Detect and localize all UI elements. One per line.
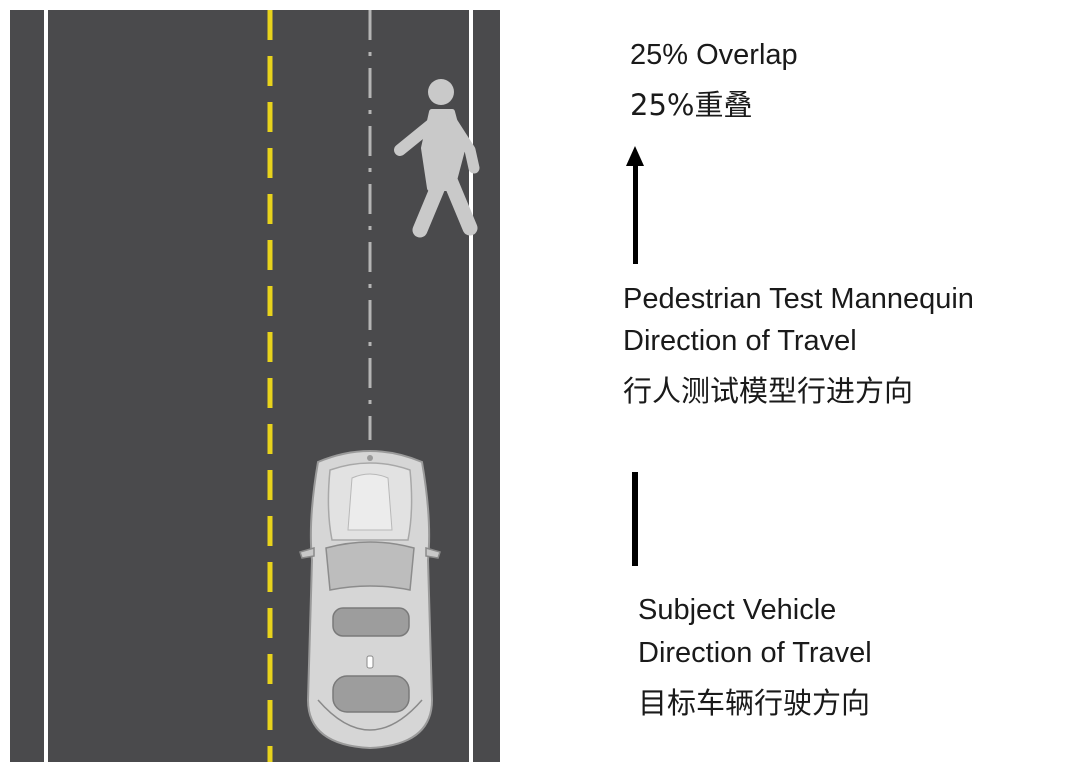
pedestrian-label-line2: Direction of Travel [623, 325, 857, 357]
pedestrian-label-cn: 行人测试模型行进方向 [623, 374, 914, 408]
vehicle-label-line1: Subject Vehicle [638, 594, 837, 626]
left-edge-line [44, 10, 48, 762]
vehicle-label-cn: 目标车辆行驶方向 [638, 686, 871, 720]
road-scene [10, 10, 500, 762]
overlap-label-en: 25% Overlap [630, 39, 798, 71]
overlap-label-cn: 25%重叠 [630, 88, 753, 122]
vehicle-direction-bar [632, 472, 638, 566]
arrow-head [626, 146, 644, 166]
car-top-view-icon [299, 450, 441, 750]
pedestrian-label-line1: Pedestrian Test Mannequin [623, 283, 974, 315]
vehicle-label-line2: Direction of Travel [638, 637, 872, 669]
pedestrian-direction-arrow [626, 146, 644, 266]
right-edge-line [469, 10, 473, 762]
arrow-shaft [633, 164, 638, 264]
pedestrian-walking-icon [394, 79, 480, 238]
